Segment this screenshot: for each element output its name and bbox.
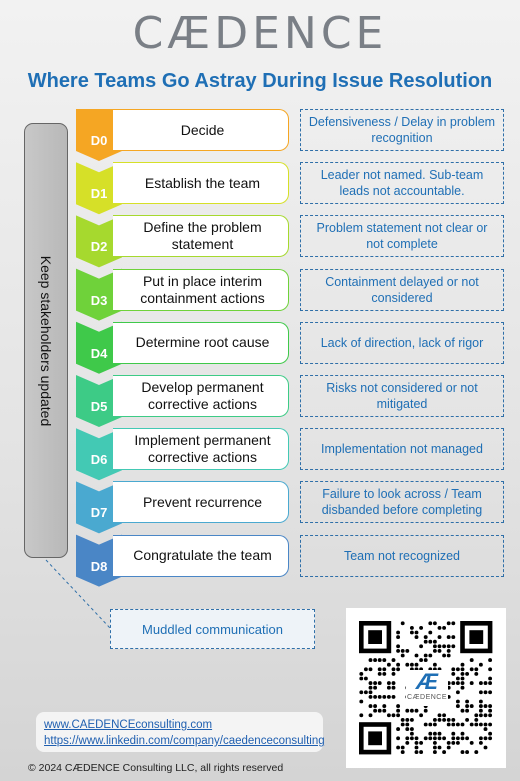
issue-box: Implementation not managed bbox=[300, 428, 504, 471]
links-panel: www.CAEDENCEconsulting.com https://www.l… bbox=[36, 712, 325, 752]
chevron-d6 bbox=[76, 428, 122, 481]
step-label: Determine root cause bbox=[113, 321, 289, 364]
chevron-d4 bbox=[76, 321, 122, 374]
step-label: Implement permanent corrective actions bbox=[113, 428, 289, 471]
step-code: D7 bbox=[90, 505, 108, 521]
qr-code: Æ CÆDENCE bbox=[346, 608, 506, 768]
step-label: Decide bbox=[113, 109, 289, 151]
issue-box: Risks not considered or not mitigated bbox=[300, 375, 504, 417]
issue-box: Lack of direction, lack of rigor bbox=[300, 321, 504, 364]
chevron-d0 bbox=[76, 109, 122, 161]
chevron-d8 bbox=[76, 534, 122, 587]
qr-logo: Æ CÆDENCE bbox=[406, 670, 448, 706]
chevron-d7 bbox=[76, 481, 122, 534]
page-title: Where Teams Go Astray During Issue Resol… bbox=[27, 70, 493, 92]
issue-box: Failure to look across / Team disbanded … bbox=[300, 481, 504, 524]
step-label: Put in place interim containment actions bbox=[113, 268, 289, 311]
step-code: D6 bbox=[90, 452, 108, 468]
step-chevrons bbox=[76, 109, 122, 587]
step-code: D5 bbox=[90, 399, 108, 414]
sidebar-label: Keep stakeholders updated bbox=[38, 255, 54, 426]
copyright: © 2024 CÆDENCE Consulting LLC, all right… bbox=[28, 762, 284, 774]
step-code: D0 bbox=[90, 133, 108, 148]
issue-box: Problem statement not clear or not compl… bbox=[300, 215, 504, 258]
issue-box: Team not recognized bbox=[300, 534, 504, 577]
qr-pattern bbox=[359, 621, 493, 755]
muddled-communication-box: Muddled communication bbox=[110, 609, 315, 649]
chevron-d5 bbox=[76, 375, 122, 427]
step-code: D3 bbox=[90, 292, 108, 308]
chevron-d3 bbox=[76, 268, 122, 321]
cadence-logo: CÆDENCE bbox=[132, 8, 388, 59]
step-label: Establish the team bbox=[113, 162, 289, 205]
step-code: D4 bbox=[90, 345, 108, 361]
step-code: D8 bbox=[90, 558, 108, 574]
step-code: D1 bbox=[90, 186, 108, 202]
step-code: D2 bbox=[90, 239, 108, 255]
step-label: Develop permanent corrective actions bbox=[113, 375, 289, 417]
issue-box: Defensiveness / Delay in problem recogni… bbox=[300, 109, 504, 151]
chevron-d1 bbox=[76, 162, 122, 215]
step-label: Congratulate the team bbox=[113, 534, 289, 577]
step-label: Prevent recurrence bbox=[113, 481, 289, 524]
step-label: Define the problem statement bbox=[113, 215, 289, 258]
linkedin-link[interactable]: https://www.linkedin.com/company/caedenc… bbox=[44, 735, 325, 747]
website-link[interactable]: www.CAEDENCEconsulting.com bbox=[44, 719, 213, 731]
issue-box: Containment delayed or not considered bbox=[300, 268, 504, 311]
issue-box: Leader not named. Sub-team leads not acc… bbox=[300, 162, 504, 205]
stakeholders-sidebar: Keep stakeholders updated bbox=[24, 123, 68, 558]
chevron-d2 bbox=[76, 215, 122, 268]
